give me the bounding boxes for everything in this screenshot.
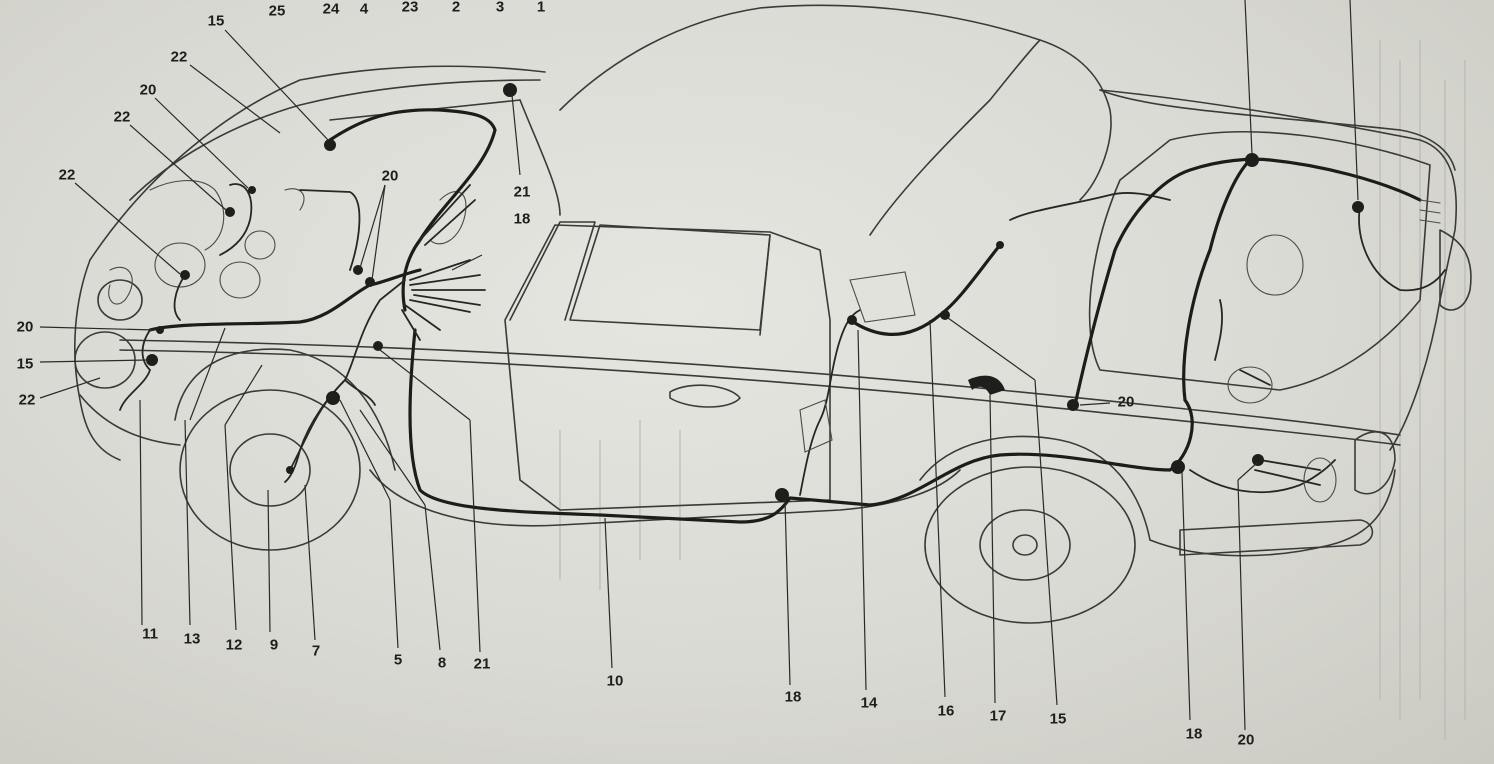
callout-20-sill: 20 xyxy=(1117,393,1135,411)
main-harness-side xyxy=(408,328,1194,524)
callout-20-rear: 20 xyxy=(1237,731,1255,749)
callout-3: 3 xyxy=(495,0,505,16)
front-wheel-hub xyxy=(229,433,311,507)
callout-4: 4 xyxy=(359,0,369,18)
door-window xyxy=(569,224,771,331)
callout-2: 2 xyxy=(451,0,461,16)
callout-16: 16 xyxy=(937,702,955,720)
callout-10: 10 xyxy=(606,672,624,690)
front-bumper xyxy=(79,394,181,446)
callout-5: 5 xyxy=(393,651,403,669)
rear-window xyxy=(1099,89,1456,171)
callout-12: 12 xyxy=(225,636,243,654)
callout-21-bottom: 21 xyxy=(473,655,491,673)
callout-18-top: 18 xyxy=(513,210,531,228)
callout-23: 23 xyxy=(401,0,419,16)
callout-22-top: 22 xyxy=(170,48,188,66)
callout-20-front: 20 xyxy=(16,318,34,336)
rear-lamp-lower xyxy=(1354,431,1396,495)
front-wheel xyxy=(179,389,361,551)
rear-wheel-hub xyxy=(979,509,1071,581)
callout-9: 9 xyxy=(269,636,279,654)
door-outline xyxy=(504,224,831,511)
callout-25: 25 xyxy=(268,2,286,20)
callout-18-door: 18 xyxy=(784,688,802,706)
rear-deck xyxy=(1099,89,1458,451)
wiring-harness xyxy=(119,108,1446,524)
callout-15-front: 15 xyxy=(16,355,34,373)
belt-line-upper xyxy=(119,339,1401,436)
callout-20-upper: 20 xyxy=(139,81,157,99)
callout-11: 11 xyxy=(142,625,158,643)
hood-line xyxy=(89,65,546,261)
right-headlamp-housing xyxy=(97,279,143,321)
callout-8: 8 xyxy=(437,654,447,672)
callout-15-rear: 15 xyxy=(1049,710,1067,728)
door-window-frame xyxy=(509,221,596,321)
leader-lines xyxy=(39,0,1359,731)
roof-inner-line xyxy=(869,39,1041,236)
callout-22-left: 22 xyxy=(58,166,76,184)
callout-7: 7 xyxy=(311,642,321,660)
rear-hubcap-emblem xyxy=(1012,534,1038,556)
callout-21-top: 21 xyxy=(513,183,531,201)
callout-22-upper: 22 xyxy=(113,108,131,126)
callout-24: 24 xyxy=(322,0,340,18)
rocker-panel xyxy=(369,469,961,527)
car-body-outline xyxy=(74,4,1472,624)
callout-20-dash: 20 xyxy=(381,167,399,185)
belt-line-lower xyxy=(119,349,1401,446)
tail-lamp xyxy=(1439,229,1472,311)
engine-lid xyxy=(1088,131,1431,391)
hood-inner xyxy=(129,79,541,201)
rear-wheel-arch xyxy=(919,435,1151,541)
windshield-pillar xyxy=(519,99,561,216)
callout-13: 13 xyxy=(183,630,201,648)
front-wheel-arch xyxy=(174,348,396,471)
front-cross-harness xyxy=(148,268,422,332)
callout-22-front: 22 xyxy=(18,391,36,409)
callout-14: 14 xyxy=(860,694,878,712)
rear-harness xyxy=(1073,157,1422,407)
callout-1: 1 xyxy=(536,0,546,16)
bleed-through-text xyxy=(559,40,1466,740)
rear-bumper xyxy=(1179,519,1374,556)
b-pillar xyxy=(759,234,771,336)
callout-15-top: 15 xyxy=(207,12,225,30)
front-compartment xyxy=(108,179,467,305)
cowl-harness xyxy=(328,108,497,312)
rear-quarter xyxy=(1149,469,1396,557)
callout-17: 17 xyxy=(989,707,1007,725)
roof-line xyxy=(559,4,1112,201)
connector-points xyxy=(146,83,1441,503)
door-handle xyxy=(669,384,741,408)
callout-18-rear: 18 xyxy=(1185,725,1203,743)
rear-wheel xyxy=(924,466,1136,624)
front-face xyxy=(74,259,121,461)
